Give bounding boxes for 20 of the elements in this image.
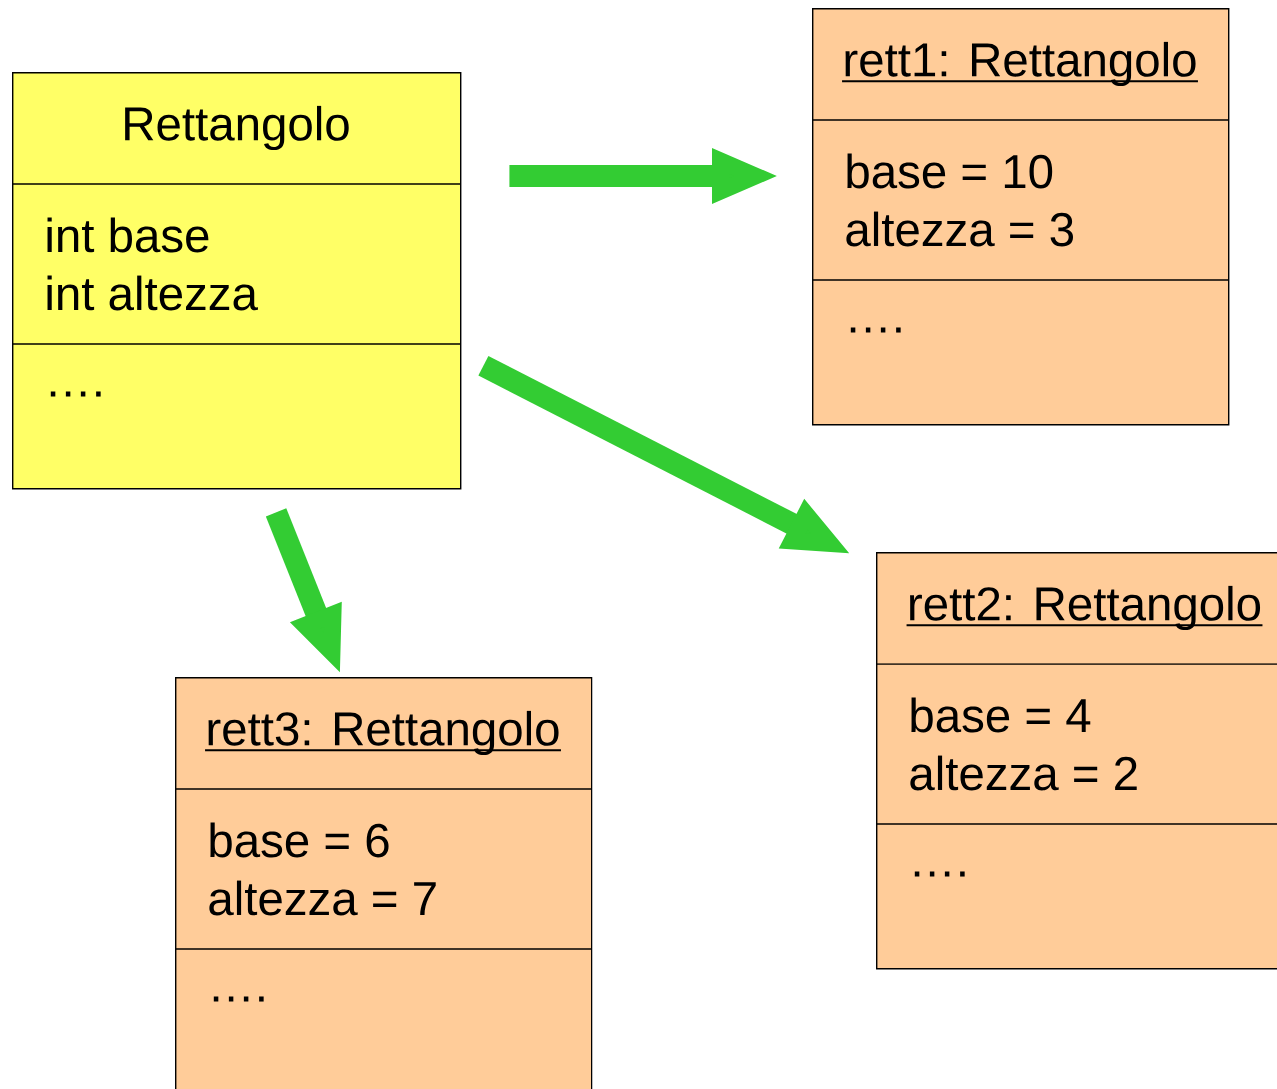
method-text: ….: [850, 327, 901, 333]
class-box: [875, 552, 1277, 970]
object-name: rett1: Rettangolo: [842, 41, 1198, 87]
attribute-text: altezza = 3: [846, 211, 1073, 247]
attribute-text: altezza = 2: [910, 755, 1137, 791]
class-box: [811, 8, 1230, 426]
attribute-text: base = 10: [847, 153, 1053, 189]
attribute-text: int base: [47, 217, 209, 253]
class-name: Rettangolo: [125, 105, 349, 151]
attribute-text: base = 6: [210, 822, 389, 858]
attribute-text: int altezza: [47, 275, 258, 311]
method-text: ….: [914, 871, 965, 877]
object-name: rett3: Rettangolo: [205, 710, 561, 756]
class-box: [11, 72, 462, 490]
attribute-text: altezza = 7: [209, 880, 436, 916]
method-text: ….: [50, 391, 101, 397]
object-name: rett2: Rettangolo: [906, 585, 1263, 631]
class-box: [174, 677, 593, 1089]
attribute-text: base = 4: [911, 697, 1091, 733]
method-text: ….: [213, 996, 264, 1002]
